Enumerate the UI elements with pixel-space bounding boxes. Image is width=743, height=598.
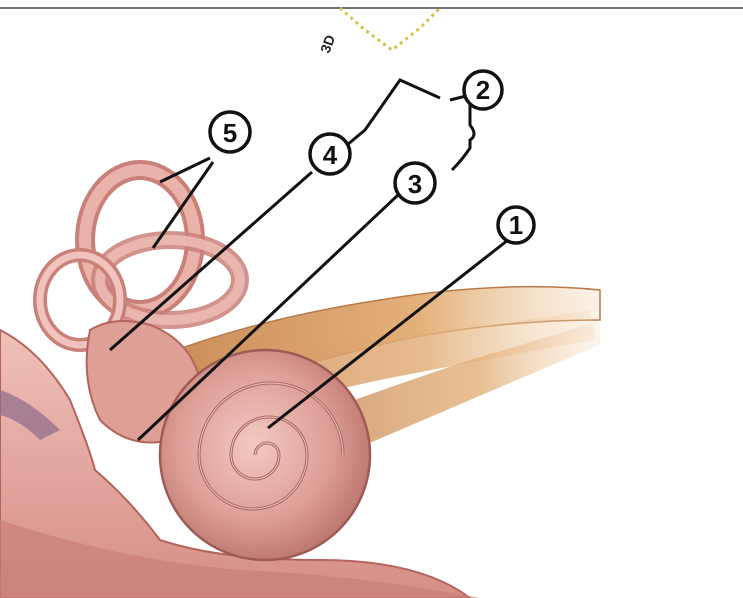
callout-4-label: 4 [323,140,338,170]
callout-2-label: 2 [476,75,490,105]
callout-1: 1 [498,207,534,243]
leader-2-top [335,80,440,155]
callout-5: 5 [210,112,250,152]
callout-4: 4 [310,134,350,174]
semicircular-canals [40,170,240,345]
cochlea [160,350,370,560]
callout-1-label: 1 [509,210,523,240]
callout-5-label: 5 [223,118,237,148]
callout-3: 3 [395,163,435,203]
corner-mark-text: 3D [317,33,338,55]
callout-3-label: 3 [408,169,422,199]
dotted-mark [340,8,440,50]
callout-2: 2 [464,71,502,109]
